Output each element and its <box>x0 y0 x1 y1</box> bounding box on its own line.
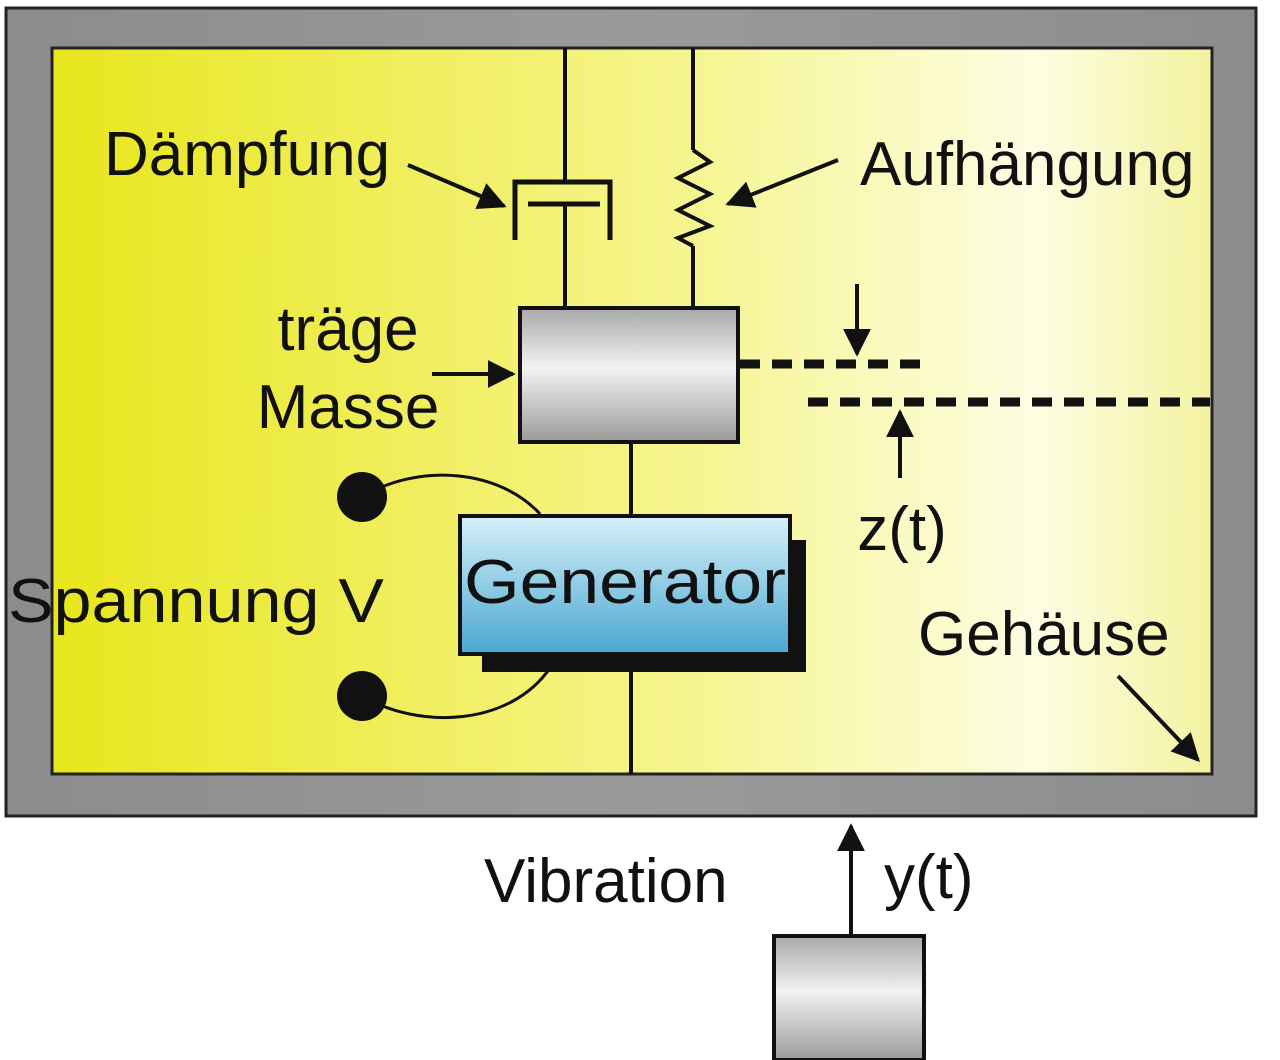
input-displacement-label: y(t) <box>884 843 974 912</box>
mass-label-line2: Masse <box>257 373 440 442</box>
terminal-top-icon <box>337 472 387 522</box>
vibration-label: Vibration <box>484 847 728 916</box>
mass-label-line1: träge <box>277 295 418 364</box>
housing-label: Gehäuse <box>918 600 1170 669</box>
inertial-mass <box>518 306 740 444</box>
damping-pointer-arrow <box>407 163 507 209</box>
spring-icon <box>673 148 715 248</box>
damper-cylinder-icon <box>512 179 613 240</box>
displacement-label: z(t) <box>857 495 947 564</box>
generator-label: Generator <box>464 548 786 617</box>
generator-box <box>458 514 792 656</box>
voltage-label: Spannung V <box>8 567 385 636</box>
terminal-bottom-icon <box>337 671 387 721</box>
damping-label: Dämpfung <box>104 120 390 189</box>
housing-pointer-arrow <box>1116 674 1200 763</box>
vibration-source-block <box>772 934 926 1060</box>
wire-bottom <box>361 667 552 719</box>
suspension-label: Aufhängung <box>860 130 1194 199</box>
suspension-pointer-arrow <box>725 158 839 208</box>
